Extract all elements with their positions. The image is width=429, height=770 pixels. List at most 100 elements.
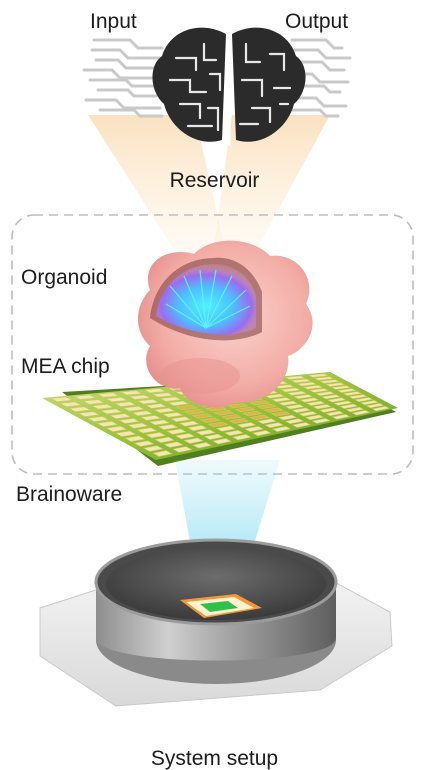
mea-electrode	[293, 394, 314, 400]
mea-electrode	[223, 429, 244, 436]
mea-electrode	[145, 432, 167, 439]
mea-electrode	[249, 400, 270, 406]
mea-electrode	[284, 404, 305, 410]
mea-electrode	[49, 396, 74, 402]
mea-electrode	[286, 390, 308, 396]
mea-electrode	[291, 407, 312, 413]
organoid	[137, 240, 313, 408]
mea-electrode	[195, 429, 216, 436]
mea-electrode	[331, 414, 351, 420]
mea-electrode	[296, 381, 318, 387]
mea-electrode	[313, 376, 335, 381]
mea-electrode	[140, 415, 162, 421]
mea-electrode	[122, 406, 145, 412]
mea-electrode	[87, 416, 110, 422]
mea-electrode	[359, 400, 379, 406]
mea-electrode	[178, 420, 200, 427]
mea-electrode	[321, 394, 341, 400]
mea-electrode	[172, 446, 193, 453]
mea-electrode	[231, 434, 252, 441]
mea-electrode	[105, 397, 128, 403]
mea-electrode	[127, 422, 149, 429]
mea-electrode	[136, 399, 160, 405]
mea-electrode	[159, 396, 182, 402]
mea-electrode	[152, 450, 173, 457]
output-label: Output	[285, 10, 349, 33]
mea-electrode	[354, 397, 374, 403]
mea-electrode	[91, 404, 114, 410]
mea-electrode	[256, 403, 277, 409]
mea-electrode	[174, 433, 196, 440]
mea-electrode	[170, 416, 192, 423]
mea-electrode	[96, 392, 120, 398]
brainoware-dashed-border	[11, 214, 414, 475]
mea-electrode	[118, 418, 141, 424]
system-setup-label: System setup	[150, 747, 279, 770]
mea-electrode	[215, 425, 237, 432]
mea-chip-label: MEA chip	[21, 355, 110, 378]
mea-electrode	[163, 441, 184, 448]
mea-electrode	[151, 392, 174, 398]
mea-electrode	[213, 410, 235, 416]
mea-electrode	[192, 442, 213, 449]
mea-electrode	[318, 407, 338, 413]
mea-electrode	[100, 408, 123, 415]
mea-electrode	[351, 410, 371, 416]
mea-electrode	[154, 436, 176, 443]
mea-electrode	[264, 422, 285, 428]
mea-electrode	[186, 425, 208, 431]
mea-electrode	[312, 404, 332, 410]
mea-electrode	[271, 426, 292, 432]
mea-electrode	[305, 400, 326, 406]
mea-electrode	[308, 388, 330, 393]
mea-electrode	[228, 418, 250, 424]
reservoir-label: Reservoir	[169, 169, 260, 192]
mea-electrode	[105, 425, 128, 432]
input-label: Input	[90, 10, 137, 33]
mea-electrode	[264, 393, 286, 399]
mea-electrode	[304, 414, 325, 421]
mea-electrode	[203, 433, 224, 440]
mea-electrode	[333, 400, 353, 406]
mea-electrode	[298, 411, 318, 417]
input-signal-lines	[82, 38, 164, 118]
mea-electrode	[82, 399, 106, 405]
mea-electrode	[120, 390, 143, 396]
mea-electrode	[291, 422, 311, 428]
mea-electrode	[257, 418, 277, 425]
mea-electrode	[145, 403, 168, 409]
mea-electrode	[273, 384, 295, 389]
brainoware-label: Brainoware	[16, 483, 123, 506]
mea-electrode	[284, 418, 305, 425]
mea-electrode	[249, 414, 270, 421]
mea-electrode	[166, 428, 187, 435]
mea-electrode-grid	[49, 373, 390, 457]
mea-electrode	[221, 414, 242, 420]
mea-electrode	[207, 421, 229, 428]
mea-electrode	[325, 410, 345, 417]
reservoir-light-beams	[88, 115, 330, 262]
mea-electrode	[311, 418, 331, 424]
mea-electrode	[270, 411, 291, 417]
mea-electrode	[191, 413, 213, 419]
mea-electrode	[227, 403, 249, 409]
mea-electrode	[236, 422, 257, 428]
mea-electrode	[73, 394, 97, 400]
mea-electrode	[157, 424, 179, 430]
mea-electrode	[365, 403, 385, 409]
mea-electrode	[161, 412, 184, 418]
mea-electrode	[167, 400, 190, 406]
mea-electrode	[345, 406, 365, 413]
mea-electrode	[325, 382, 346, 387]
mea-electrode	[307, 373, 329, 378]
mea-electrode	[319, 379, 340, 384]
mea-electrode	[302, 385, 324, 390]
mea-electrode	[348, 394, 368, 399]
mea-electrode	[142, 445, 164, 452]
output-signal-lines	[290, 38, 352, 118]
mea-electrode	[77, 411, 101, 417]
mea-electrode	[59, 401, 83, 407]
mea-electrode	[109, 413, 132, 419]
mea-electrode	[339, 403, 359, 409]
